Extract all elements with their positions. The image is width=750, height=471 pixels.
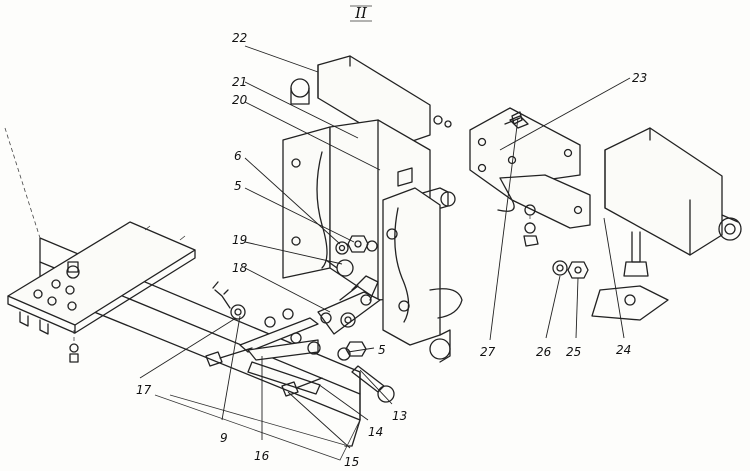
callout-21: 21 [232,75,247,89]
callout-20: 20 [232,93,248,107]
view-label-text: II [354,4,368,22]
front-mount-plate [382,187,463,363]
callout-5-lower: 5 [378,343,386,357]
callout-16: 16 [254,449,270,463]
callout-6: 6 [234,149,242,163]
callout-24: 24 [616,343,631,357]
callout-13: 13 [392,409,407,423]
callout-22: 22 [232,31,247,45]
lever-assembly-18 [317,275,381,335]
bracket-23 [469,107,591,229]
callout-9: 9 [220,431,228,445]
callout-25: 25 [566,345,581,359]
housing-22 [290,55,452,147]
fastener-cluster-left [325,235,378,277]
leader-lines [139,45,631,449]
callout-19: 19 [232,233,247,247]
callout-26: 26 [536,345,552,359]
view-label: II [350,4,372,22]
bolts [205,347,395,403]
base-plate [7,221,196,363]
callout-5-upper: 5 [234,179,242,193]
callout-17: 17 [136,383,152,397]
callout-18: 18 [232,261,248,275]
callout-14: 14 [368,425,383,439]
bracket-20-21 [282,119,456,301]
callout-27: 27 [480,345,496,359]
callout-15: 15 [344,455,359,469]
callouts: 22 21 20 6 5 19 18 17 9 16 15 14 13 5 27… [136,31,647,469]
fastener-cluster-right [511,111,589,279]
housing-24 [591,127,742,321]
callout-23: 23 [632,71,647,85]
